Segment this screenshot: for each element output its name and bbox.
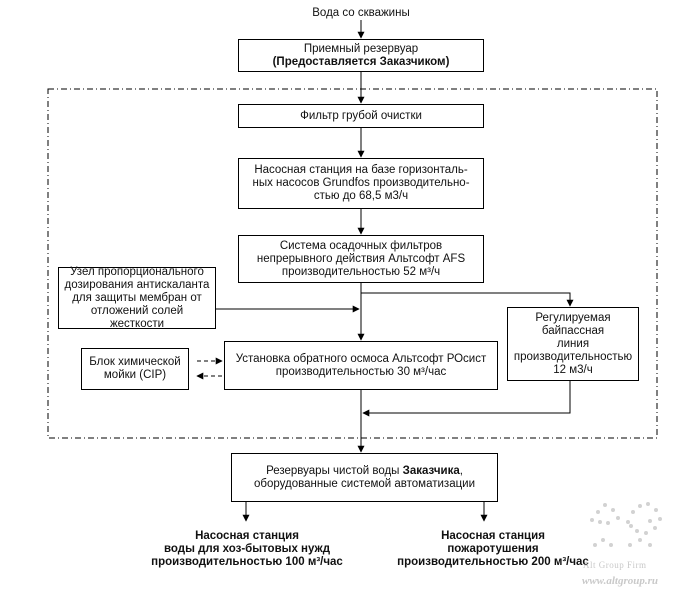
fire-pump-station-label: Насосная станция пожаротушения производи…: [397, 530, 589, 568]
antiscalant-line-1: Узел пропорционального: [70, 265, 204, 278]
cip-line-1: Блок химической: [89, 356, 181, 368]
pump-station-box: Насосная станция на базе горизонталь- ны…: [238, 158, 484, 209]
sediment-filters-line-1: Система осадочных фильтров: [279, 239, 443, 252]
bypass-line-2: байпассная: [541, 324, 605, 337]
cip-box: Блок химической мойки (CIP): [81, 348, 189, 390]
coarse-filter-label: Фильтр грубой очистки: [300, 109, 422, 122]
process-boundary: [47, 88, 658, 439]
antiscalant-line-3: для защиты мембран от: [72, 291, 202, 304]
antiscalant-box: Узел пропорционального дозирования антис…: [58, 265, 216, 330]
pump-station-line-3: стью до 68,5 м3/ч: [313, 190, 409, 202]
antiscalant-line-2: дозирования антискаланта: [64, 278, 210, 291]
pump-station-line-2: ных насосов Grundfos производительно-: [252, 177, 470, 189]
sediment-filters-line-2: непрерывного действия Альтсофт AFS: [256, 252, 466, 265]
domestic-pump-station-label: Насосная станция воды для хоз-бытовых ну…: [151, 530, 343, 568]
bypass-line-top: [361, 292, 574, 307]
cip-line-2: мойки (CIP): [103, 369, 167, 381]
bypass-line-1: Регулируемая: [535, 311, 611, 324]
clean-water-tanks-line-1: Резервуары чистой воды Заказчика,: [266, 464, 463, 477]
sediment-filters-line-3: производительностью 52 м³/ч: [281, 265, 441, 278]
bypass-line-5: 12 м3/ч: [553, 363, 593, 376]
watermark-brand: Alt Group Firm: [583, 560, 647, 570]
clean-water-tanks-box: Резервуары чистой воды Заказчика, оборуд…: [231, 453, 498, 502]
intake-tank-note: (Предоставляется Заказчиком): [272, 55, 450, 68]
bypass-box: Регулируемая байпассная линия производит…: [507, 307, 639, 381]
clean-water-tanks-line-2: оборудованные системой автоматизации: [253, 477, 476, 490]
source-label: Вода со скважины: [312, 7, 410, 19]
bypass-line-4: производительностью: [513, 350, 633, 363]
reverse-osmosis-line-2: производительностью 30 м³/час: [275, 365, 447, 378]
antiscalant-line-4: отложений солей жесткости: [90, 304, 184, 330]
watermark-url: www.altgroup.ru: [582, 575, 659, 587]
reverse-osmosis-box: Установка обратного осмоса Альтсофт РОси…: [224, 341, 498, 390]
reverse-osmosis-line-1: Установка обратного осмоса Альтсофт РОси…: [235, 352, 487, 365]
intake-tank-box: Приемный резервуар (Предоставляется Зака…: [238, 39, 484, 72]
pump-station-line-1: Насосная станция на базе горизонталь-: [254, 164, 468, 176]
bypass-line-3: линия: [556, 337, 590, 350]
bypass-line-bottom: [362, 381, 571, 417]
sediment-filters-box: Система осадочных фильтров непрерывного …: [238, 235, 484, 283]
coarse-filter-box: Фильтр грубой очистки: [238, 104, 484, 128]
intake-tank-title: Приемный резервуар: [303, 42, 419, 55]
